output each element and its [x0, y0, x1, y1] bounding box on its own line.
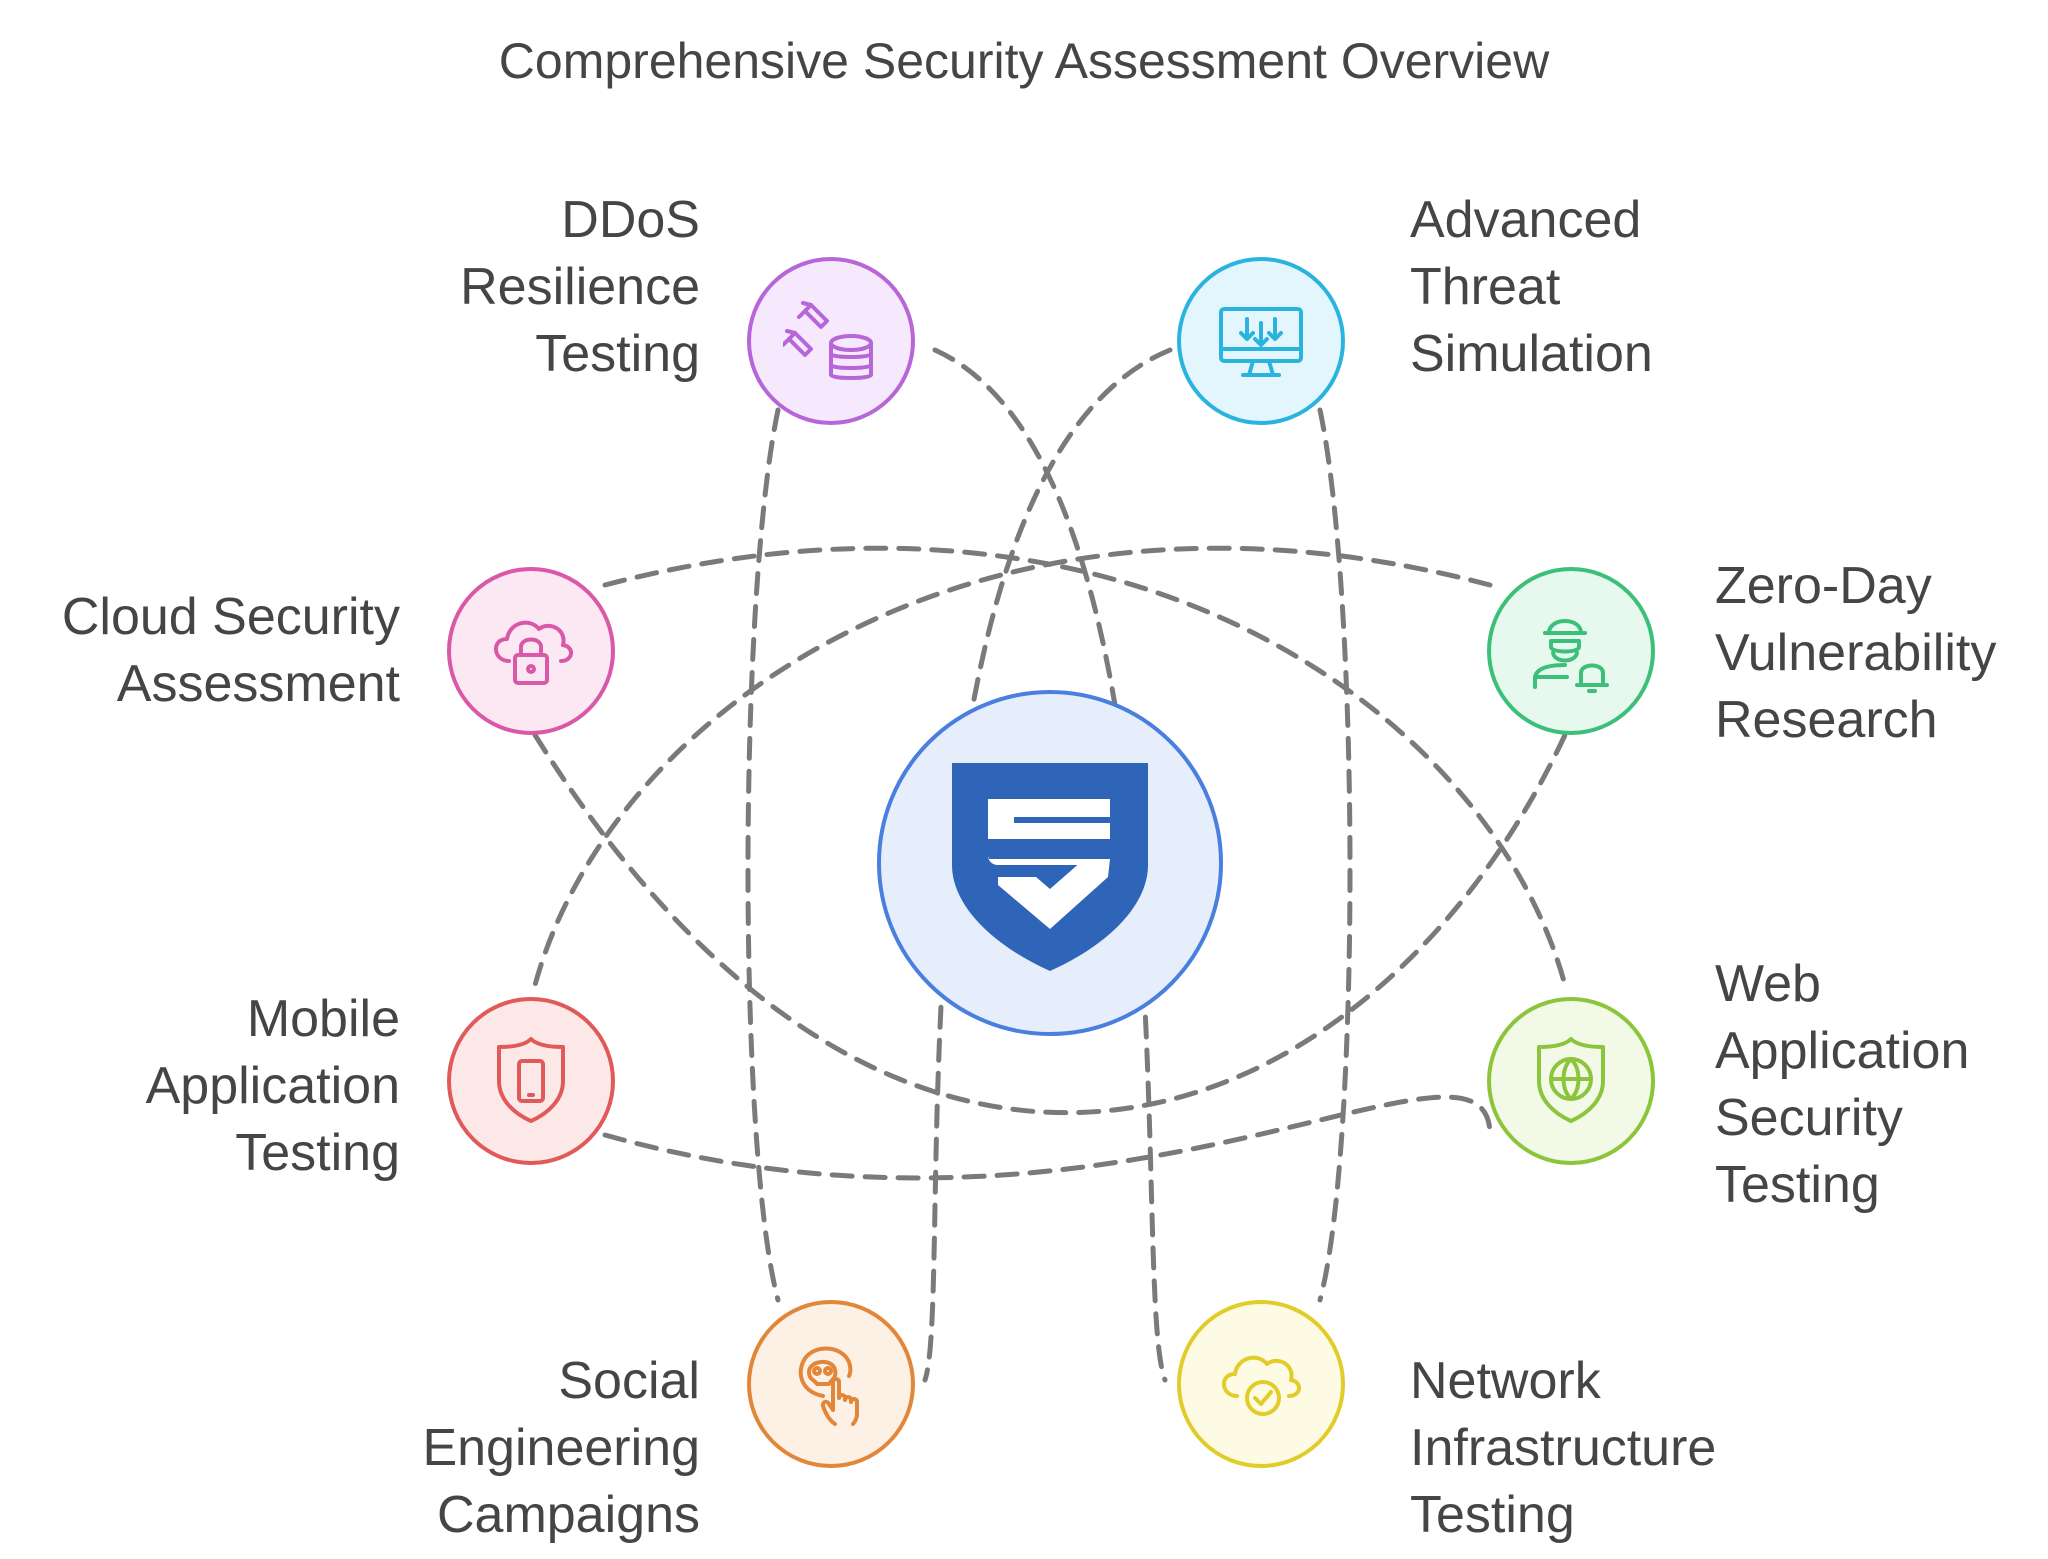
node-ddos[interactable] [747, 257, 915, 425]
node-social[interactable] [747, 1300, 915, 1468]
node-cloud[interactable] [447, 567, 615, 735]
hacker-alert-icon [1533, 619, 1609, 693]
center-hub [877, 690, 1223, 1036]
node-network[interactable] [1177, 1300, 1345, 1468]
monitor-download-icon [1219, 307, 1303, 377]
missiles-database-icon [783, 301, 873, 380]
node-web[interactable] [1487, 997, 1655, 1165]
link-mobile-web [602, 1094, 1493, 1181]
link-ddos-social [745, 407, 781, 1303]
cloud-check-icon [1222, 1355, 1301, 1416]
link-ddos-network [932, 347, 1168, 1383]
cloud-lock-icon [494, 620, 573, 685]
link-threat-network [1317, 407, 1353, 1303]
node-zeroday[interactable] [1487, 567, 1655, 735]
shield-globe-icon [1537, 1037, 1605, 1123]
shield-phone-icon [497, 1037, 565, 1123]
link-cloud-web [602, 545, 1568, 988]
link-cloud-zeroday [532, 732, 1568, 1116]
node-threat[interactable] [1177, 257, 1345, 425]
skull-click-icon [798, 1346, 859, 1426]
diagram-title: Comprehensive Security Assessment Overvi… [498, 33, 1550, 89]
shield-s-logo-icon [952, 763, 1148, 971]
link-zeroday-mobile [532, 545, 1493, 988]
node-mobile[interactable] [447, 997, 615, 1165]
